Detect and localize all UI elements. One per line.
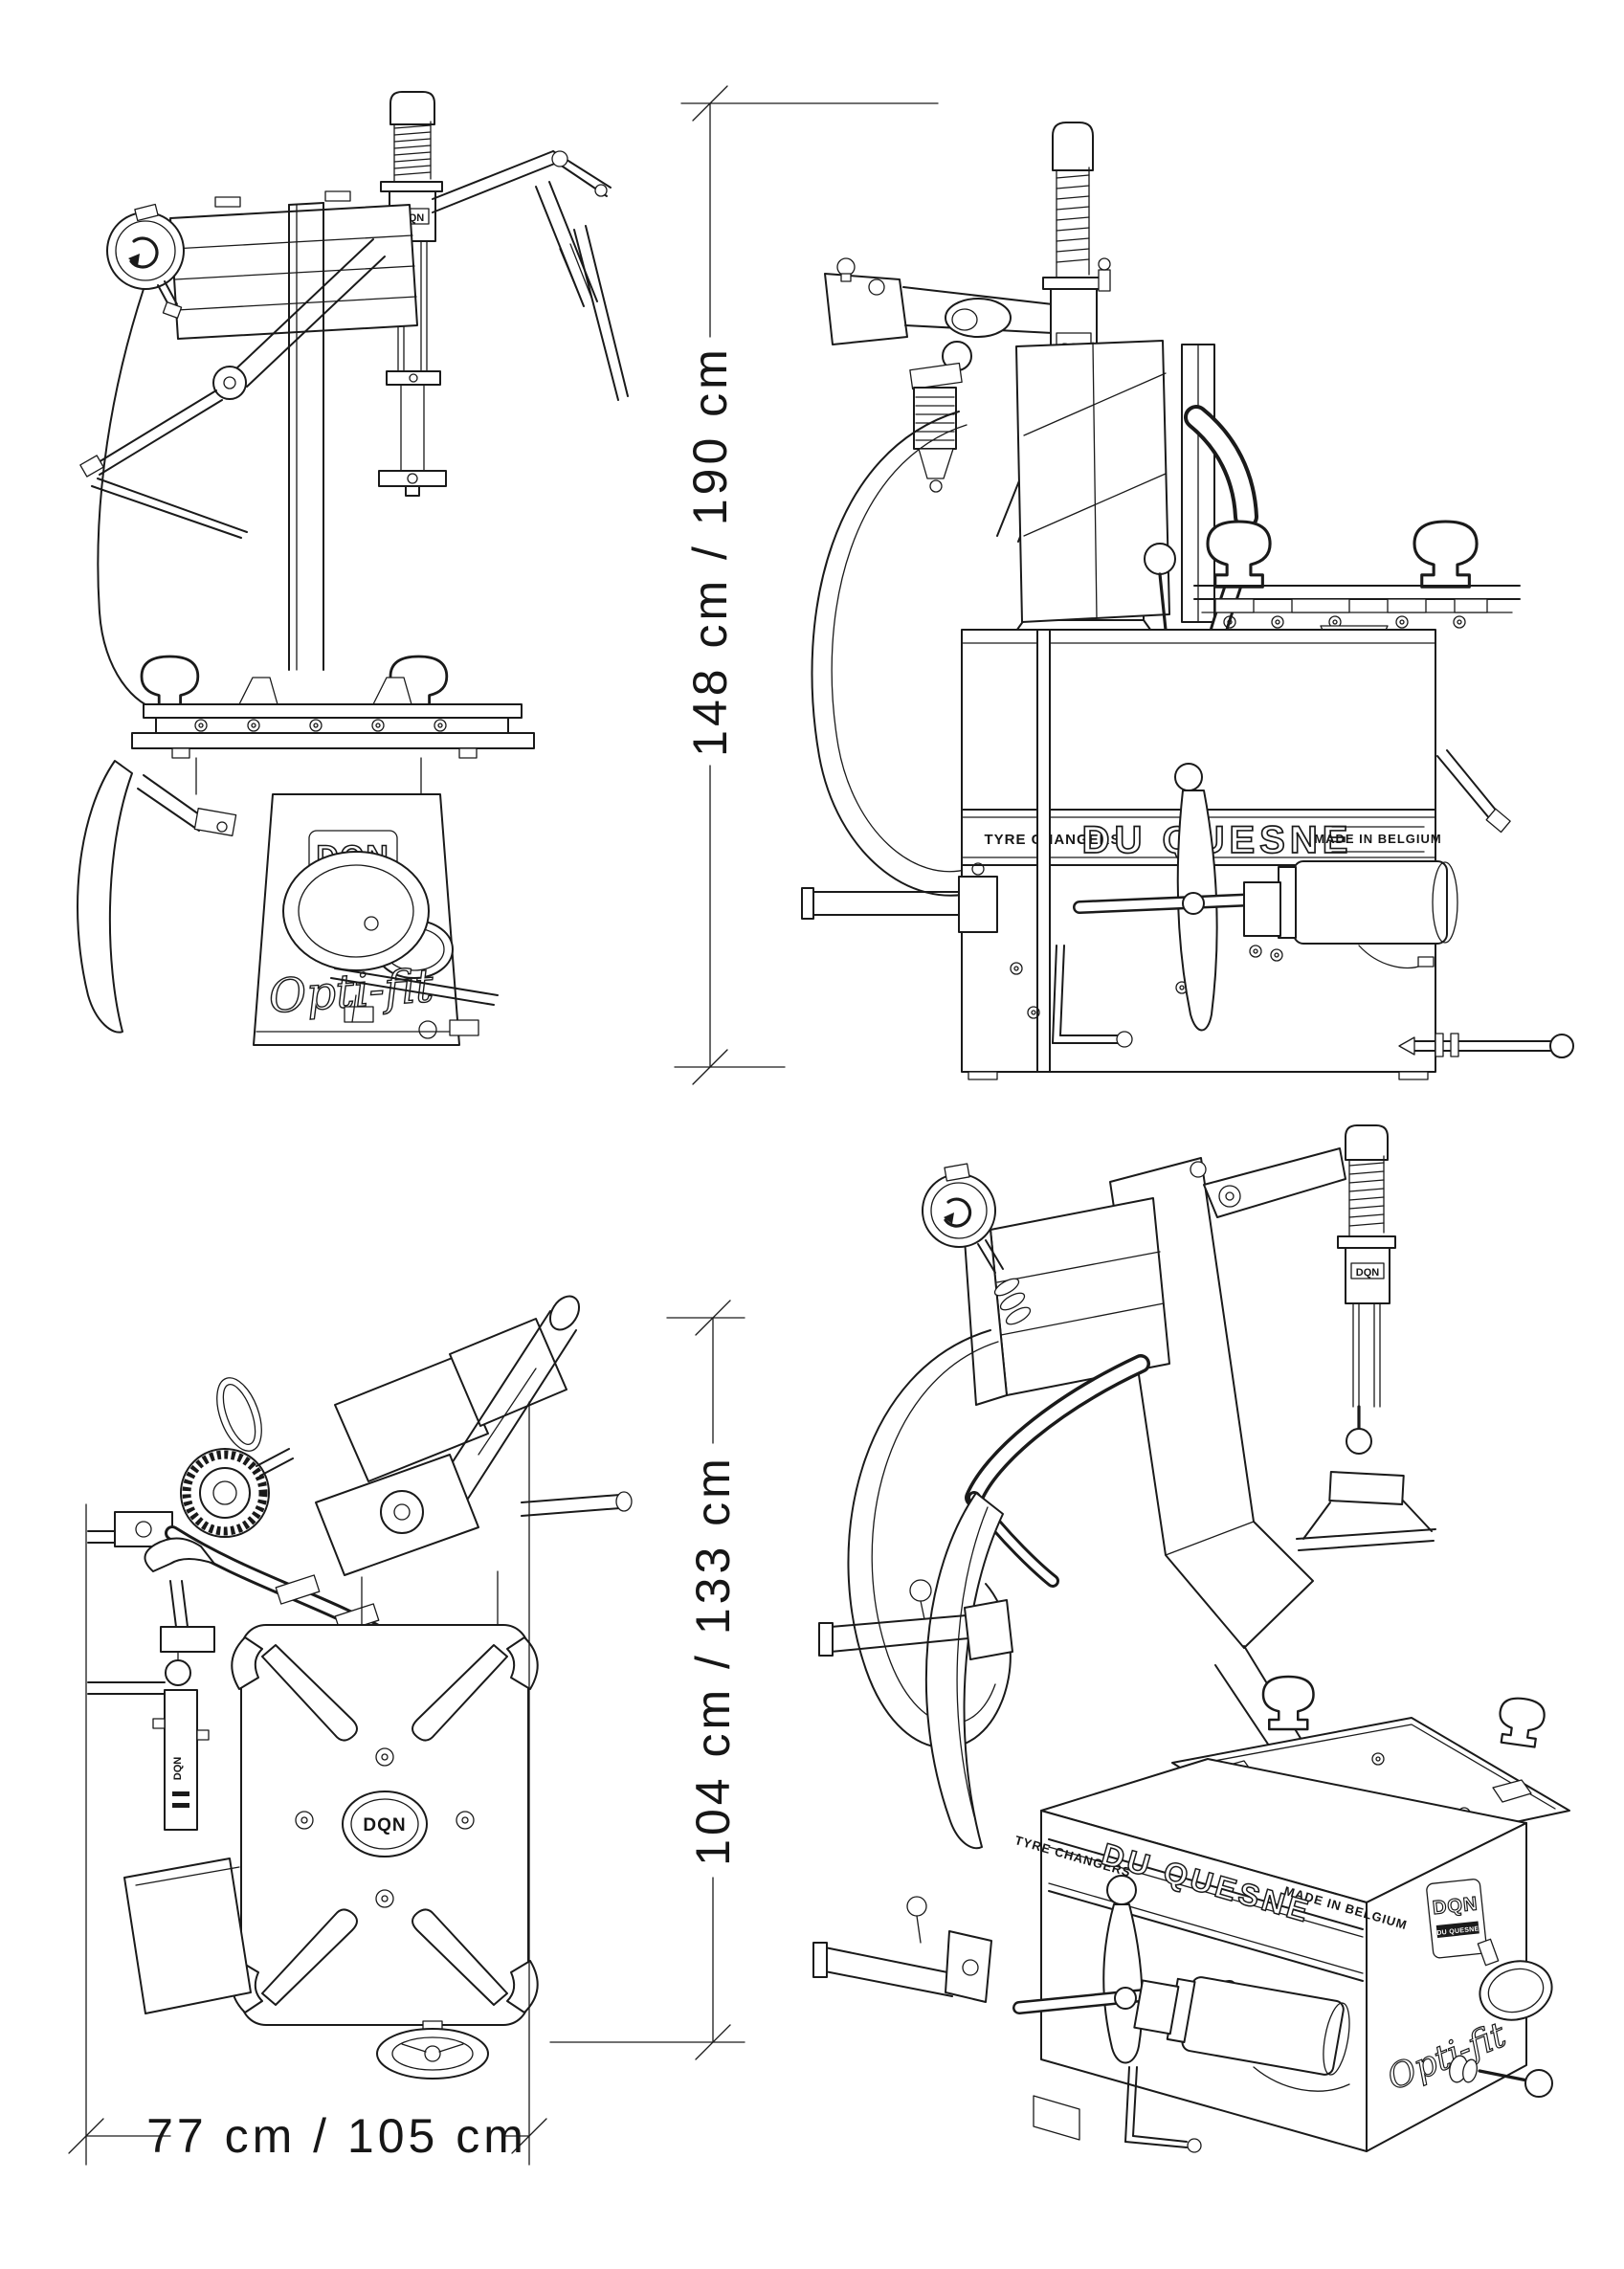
front-lever-tool: [1398, 749, 1574, 1058]
top-base-plate: DQN: [231, 1624, 539, 2026]
persp-cabinet: TYRE CHANGERS DU QUESNE MADE IN BELGIUM …: [1013, 1758, 1553, 2153]
persp-post-dqn-label: DQN: [1356, 1267, 1380, 1279]
persp-bead-breaker: [818, 1492, 1302, 1850]
height-tick-top: [692, 85, 728, 122]
perspective-view-drawing: DQN: [812, 1124, 1570, 2153]
front-hose-loop-inner: [831, 424, 969, 873]
mast-column: [288, 202, 324, 671]
height-dimension-label: 148 cm / 190 cm: [683, 345, 737, 757]
top-bead-arm: DQN: [87, 1537, 252, 2014]
bead-breaker-blade: [77, 760, 237, 1034]
persp-tool-box: [964, 1197, 1170, 1406]
width-tick-right: [511, 2118, 547, 2154]
top-handwheel: [376, 2020, 489, 2080]
front-band-du-quesne: DU QUESNE: [1082, 819, 1353, 861]
front-inflator-gauge: [909, 341, 972, 493]
persp-cylinder-hose: [1253, 2066, 1350, 2092]
height-dimension: 148 cm / 190 cm: [674, 85, 939, 1085]
top-head-cluster: [87, 1295, 633, 1717]
mast-pipe: [1036, 629, 1051, 1073]
bead-arm-dqn-label: DQN: [172, 1757, 184, 1781]
tool-tray-box: [169, 190, 418, 340]
svg-text:DQN: DQN: [1432, 1893, 1479, 1919]
plate-jaw: [231, 1636, 358, 1742]
persp-hose-loop: [847, 1329, 1012, 1749]
top-view-drawing: DQN DQN: [87, 1295, 633, 2080]
breaker-disc: [282, 851, 499, 1036]
mount-arm-assembly: [432, 150, 629, 401]
persp-spring-column: DQN: [1296, 1124, 1436, 1551]
height-tick-bottom: [692, 1049, 728, 1085]
persp-side-dqn-logo: DQN DU QUESNE: [1426, 1879, 1487, 1959]
front-breaker-cylinder: [1243, 860, 1458, 968]
side-view-drawing: DQN: [77, 91, 629, 1046]
air-hose: [97, 288, 162, 711]
operating-arm: [79, 238, 386, 539]
persp-inflator-gauge: [922, 1163, 1032, 1325]
clamp-table: [131, 655, 535, 795]
front-pedal-rod: [1052, 945, 1133, 1048]
depth-tick-bottom: [695, 2024, 731, 2060]
inflator-gauge: [97, 203, 185, 711]
svg-text:DU QUESNE: DU QUESNE: [1436, 1925, 1479, 1937]
width-tick-left: [68, 2118, 104, 2154]
top-arm: [824, 257, 1054, 345]
depth-dimension: 104 cm / 133 cm: [549, 1300, 745, 2060]
front-band-tyre-changers: TYRE CHANGERS: [984, 832, 1121, 848]
width-dimension: 77 cm / 105 cm: [68, 1401, 547, 2166]
front-band-made-in-belgium: MADE IN BELGIUM: [1314, 832, 1441, 846]
persp-side-bar: [812, 1896, 992, 2003]
persp-breaker-cylinder: [1133, 1976, 1350, 2076]
front-panel: [1015, 340, 1215, 623]
width-dimension-label: 77 cm / 105 cm: [146, 2109, 527, 2163]
depth-tick-top: [695, 1300, 731, 1336]
depth-dimension-label: 104 cm / 133 cm: [686, 1455, 740, 1866]
front-side-bar: [801, 862, 998, 933]
plate-center-dqn: DQN: [363, 1815, 406, 1835]
front-view-drawing: DQN: [801, 122, 1574, 1080]
